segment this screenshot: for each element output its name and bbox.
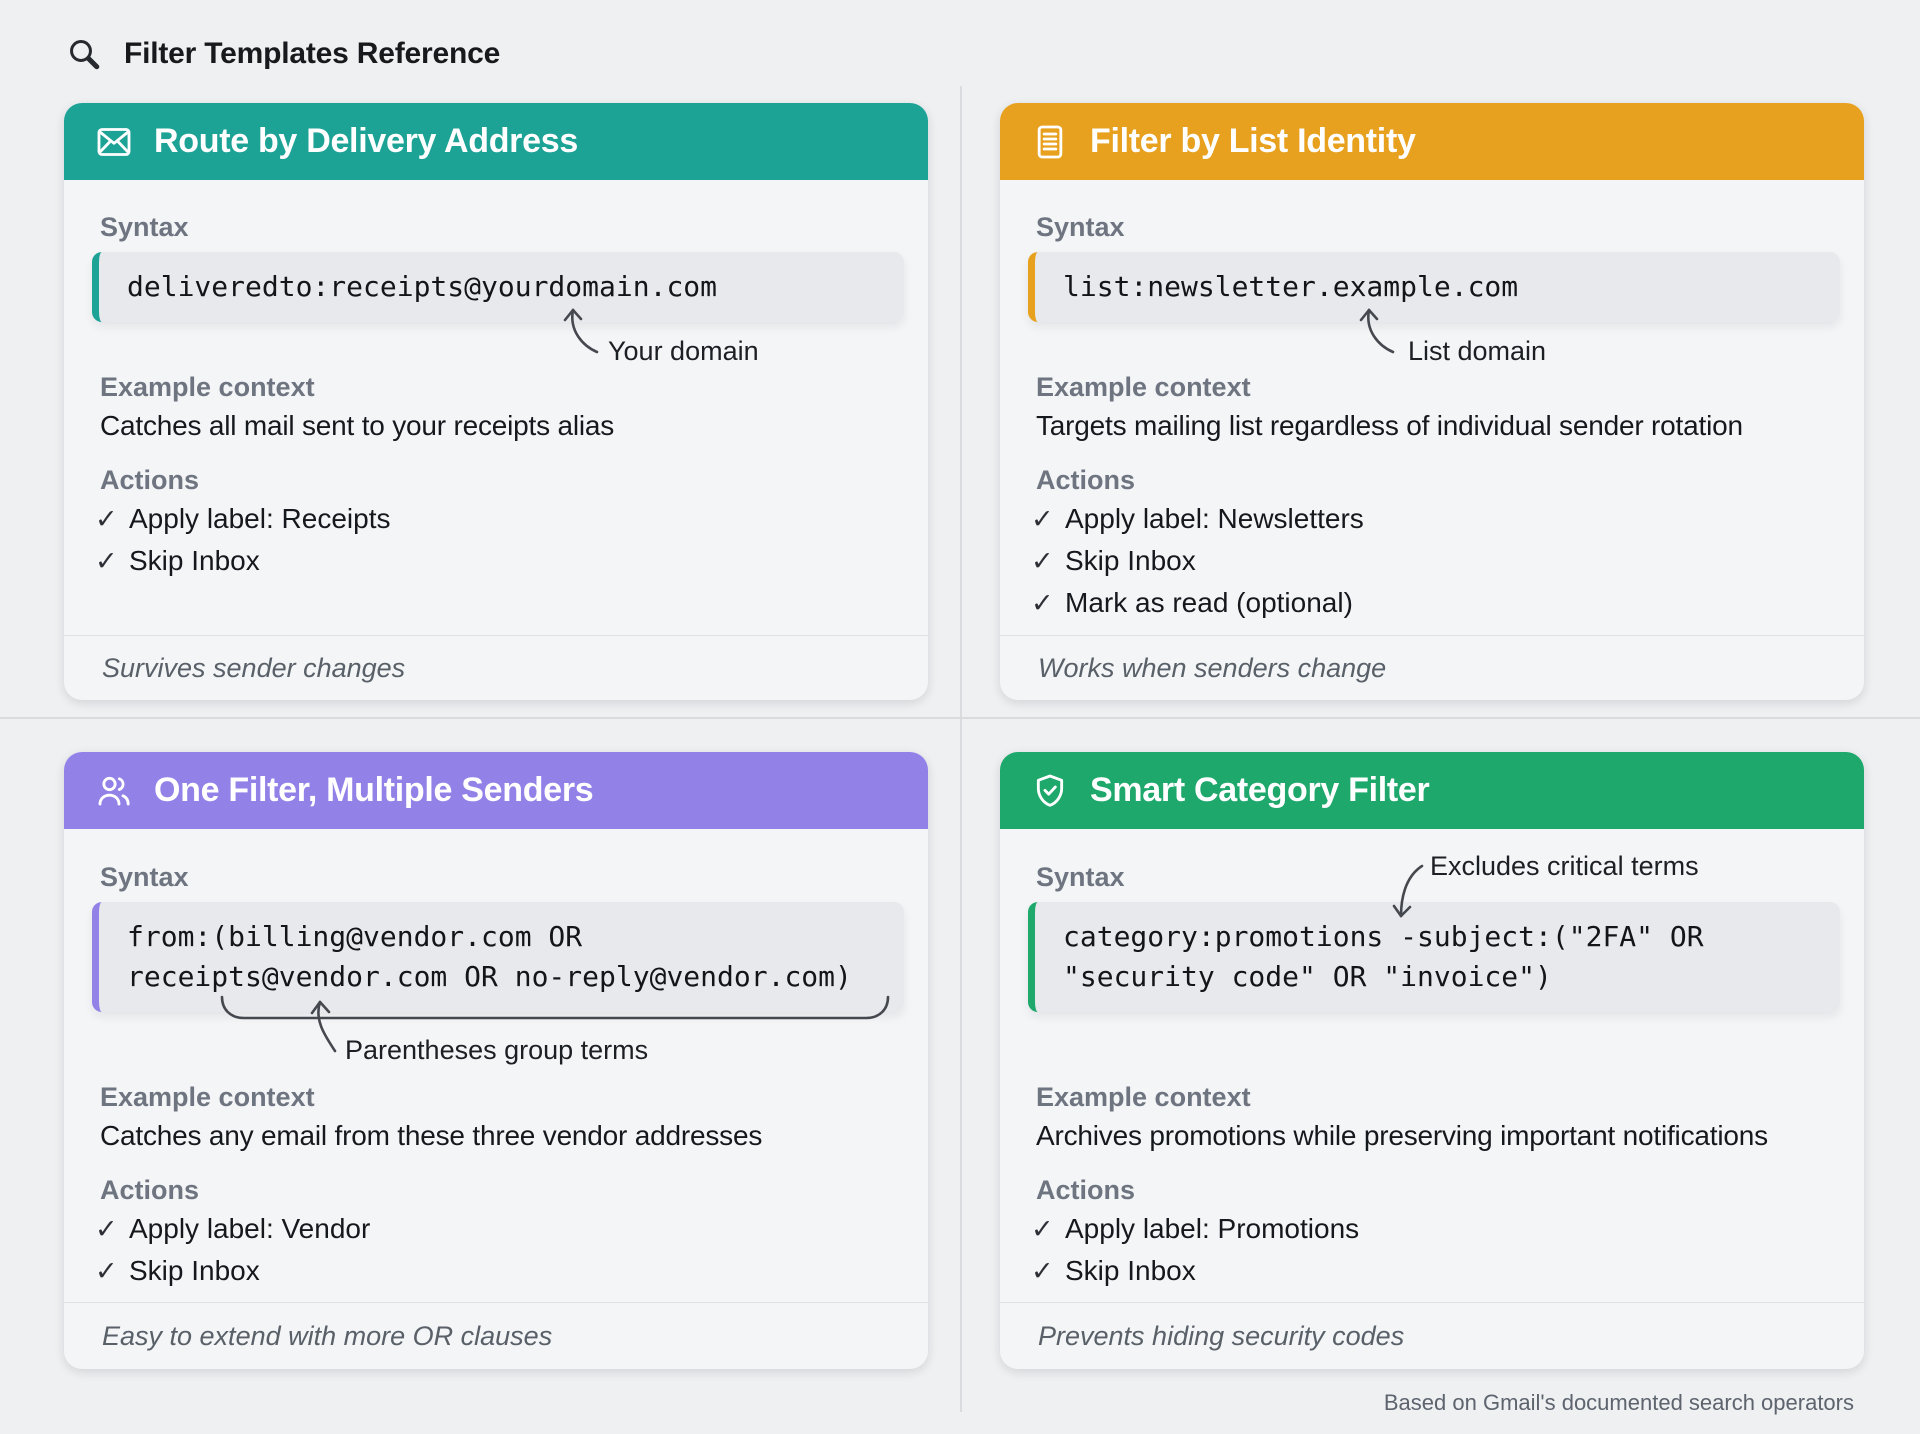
action-item: ✓ Skip Inbox	[1031, 1255, 1864, 1297]
card-body: Syntax list:newsletter.example.com List …	[1000, 180, 1864, 700]
list-document-icon	[1030, 122, 1070, 162]
code-line: deliveredto:receipts@yourdomain.com	[127, 270, 718, 303]
example-context-label: Example context	[1036, 372, 1251, 402]
action-text: Mark as read (optional)	[1065, 587, 1353, 618]
check-icon: ✓	[1031, 546, 1054, 576]
annotation-arrow	[1392, 864, 1424, 918]
footer-note: Survives sender changes	[102, 652, 406, 683]
annotation-label: Your domain	[608, 336, 759, 366]
card-header: Smart Category Filter	[1000, 752, 1864, 829]
annotation-label: List domain	[1408, 336, 1547, 366]
annotation-label: Excludes critical terms	[1430, 851, 1699, 881]
action-text: Skip Inbox	[129, 545, 260, 576]
annotation-arrow	[563, 308, 599, 354]
action-item: ✓ Apply label: Promotions	[1031, 1213, 1864, 1255]
action-item: ✓ Skip Inbox	[95, 1255, 928, 1297]
card-smart-category-filter: Smart Category Filter Syntax category:pr…	[1000, 752, 1864, 1369]
actions-label: Actions	[1036, 1175, 1136, 1205]
code-block: from:(billing@vendor.com OR receipts@ven…	[92, 902, 904, 1012]
check-icon: ✓	[1031, 1214, 1054, 1244]
action-item: ✓ Mark as read (optional)	[1031, 587, 1864, 629]
example-context-label: Example context	[100, 372, 315, 402]
card-body: Syntax deliveredto:receipts@yourdomain.c…	[64, 180, 928, 700]
card-footer: Prevents hiding security codes	[1000, 1302, 1864, 1369]
card-body: Syntax category:promotions -subject:("2F…	[1000, 829, 1864, 1369]
card-title: One Filter, Multiple Senders	[154, 771, 594, 809]
card-footer: Works when senders change	[1000, 635, 1864, 700]
card-one-filter-multiple-senders: One Filter, Multiple Senders Syntax from…	[64, 752, 928, 1369]
action-list: ✓ Apply label: Newsletters ✓ Skip Inbox …	[1031, 503, 1864, 629]
action-text: Apply label: Promotions	[1065, 1213, 1360, 1244]
card-title: Route by Delivery Address	[154, 122, 578, 160]
code-block: category:promotions -subject:("2FA" OR "…	[1028, 902, 1840, 1012]
actions-label: Actions	[100, 465, 200, 495]
example-context-text: Catches any email from these three vendo…	[100, 1120, 763, 1151]
action-text: Apply label: Receipts	[129, 503, 391, 534]
example-context-label: Example context	[1036, 1082, 1251, 1112]
footer-note: Prevents hiding security codes	[1038, 1320, 1405, 1351]
action-text: Skip Inbox	[129, 1255, 260, 1286]
example-context-text: Catches all mail sent to your receipts a…	[100, 410, 615, 441]
code-line: category:promotions -subject:("2FA" OR	[1063, 920, 1704, 953]
card-header: Filter by List Identity	[1000, 103, 1864, 180]
annotation-label: Parentheses group terms	[345, 1035, 649, 1065]
action-text: Skip Inbox	[1065, 545, 1196, 576]
example-context-text: Targets mailing list regardless of indiv…	[1036, 410, 1743, 441]
users-icon	[94, 771, 134, 811]
code-line: list:newsletter.example.com	[1063, 270, 1519, 303]
code-block: deliveredto:receipts@yourdomain.com	[92, 252, 904, 322]
syntax-label: Syntax	[1036, 862, 1125, 892]
check-icon: ✓	[95, 1214, 118, 1244]
code-line: from:(billing@vendor.com OR	[127, 920, 583, 953]
check-icon: ✓	[1031, 504, 1054, 534]
card-filter-by-list-identity: Filter by List Identity Syntax list:news…	[1000, 103, 1864, 700]
page-title: Filter Templates Reference	[124, 37, 501, 70]
syntax-label: Syntax	[1036, 212, 1125, 242]
check-icon: ✓	[1031, 1256, 1054, 1286]
search-icon	[66, 36, 102, 72]
action-list: ✓ Apply label: Receipts ✓ Skip Inbox	[95, 503, 928, 587]
action-list: ✓ Apply label: Vendor ✓ Skip Inbox	[95, 1213, 928, 1297]
card-title: Smart Category Filter	[1090, 771, 1430, 809]
card-footer: Easy to extend with more OR clauses	[64, 1302, 928, 1369]
shield-check-icon	[1030, 771, 1070, 811]
actions-label: Actions	[100, 1175, 200, 1205]
action-item: ✓ Skip Inbox	[95, 545, 928, 587]
syntax-label: Syntax	[100, 862, 189, 892]
check-icon: ✓	[1031, 588, 1054, 618]
card-title: Filter by List Identity	[1090, 122, 1416, 160]
action-text: Skip Inbox	[1065, 1255, 1196, 1286]
card-header: Route by Delivery Address	[64, 103, 928, 180]
card-header: One Filter, Multiple Senders	[64, 752, 928, 829]
check-icon: ✓	[95, 1256, 118, 1286]
annotation-brace	[220, 995, 890, 1053]
action-list: ✓ Apply label: Promotions ✓ Skip Inbox	[1031, 1213, 1864, 1297]
envelope-icon	[94, 122, 134, 162]
attribution: Based on Gmail's documented search opera…	[1383, 1390, 1854, 1415]
divider-horizontal	[0, 717, 1920, 719]
syntax-label: Syntax	[100, 212, 189, 242]
annotation-arrow	[1359, 308, 1395, 354]
card-footer: Survives sender changes	[64, 635, 928, 700]
action-item: ✓ Apply label: Receipts	[95, 503, 928, 545]
code-block: list:newsletter.example.com	[1028, 252, 1840, 322]
card-route-by-delivery-address: Route by Delivery Address Syntax deliver…	[64, 103, 928, 700]
action-text: Apply label: Vendor	[129, 1213, 371, 1244]
divider-vertical	[960, 86, 962, 1412]
code-line: "security code" OR "invoice")	[1063, 960, 1552, 993]
check-icon: ✓	[95, 546, 118, 576]
action-item: ✓ Apply label: Newsletters	[1031, 503, 1864, 545]
example-context-label: Example context	[100, 1082, 315, 1112]
example-context-text: Archives promotions while preserving imp…	[1036, 1120, 1768, 1151]
code-line: receipts@vendor.com OR no-reply@vendor.c…	[127, 960, 852, 993]
footer-note: Easy to extend with more OR clauses	[102, 1320, 553, 1351]
footer-note: Works when senders change	[1038, 652, 1387, 683]
card-body: Syntax from:(billing@vendor.com OR recei…	[64, 829, 928, 1369]
action-item: ✓ Apply label: Vendor	[95, 1213, 928, 1255]
check-icon: ✓	[95, 504, 118, 534]
action-item: ✓ Skip Inbox	[1031, 545, 1864, 587]
page-header: Filter Templates Reference	[66, 36, 500, 72]
actions-label: Actions	[1036, 465, 1136, 495]
action-text: Apply label: Newsletters	[1065, 503, 1364, 534]
